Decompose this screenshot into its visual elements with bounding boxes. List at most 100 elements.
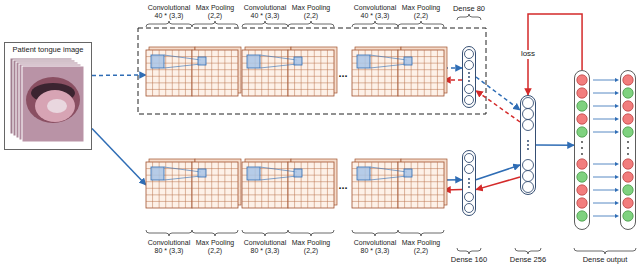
kernel-projection bbox=[370, 55, 407, 68]
feature-map-grid bbox=[192, 162, 238, 208]
output-neuron bbox=[577, 172, 587, 182]
neuron bbox=[465, 96, 474, 105]
node-shape bbox=[146, 160, 238, 210]
layer-brace bbox=[288, 21, 334, 27]
conv-pool-block: Convolutional 80 * (3,3)Max Pooling (2,2… bbox=[242, 160, 334, 210]
compare-arrow bbox=[593, 164, 615, 165]
dashed-branch-box bbox=[138, 28, 486, 114]
neuron bbox=[523, 171, 534, 182]
output-neuron bbox=[623, 127, 633, 137]
layer-label: Convolutional 80 * (3,3) bbox=[240, 239, 290, 254]
layer-brace bbox=[288, 230, 334, 236]
kernel-projection bbox=[260, 167, 297, 180]
layer-label: Dense 80 bbox=[434, 5, 504, 13]
layer-label: Convolutional 40 * (3,3) bbox=[350, 4, 400, 19]
output-neuron bbox=[623, 211, 633, 221]
layer-brace bbox=[192, 230, 238, 236]
image-frame bbox=[22, 66, 84, 142]
ellipsis-dot bbox=[581, 153, 583, 155]
conv-kernel bbox=[357, 55, 370, 68]
ellipsis-dot bbox=[627, 141, 629, 143]
conv-kernel bbox=[151, 55, 164, 68]
feature-map bbox=[146, 50, 192, 96]
kernel-projection bbox=[164, 167, 201, 180]
output-neuron bbox=[623, 114, 633, 124]
compare-arrow bbox=[593, 132, 615, 133]
output-neuron bbox=[623, 101, 633, 111]
ellipsis-dot bbox=[527, 144, 529, 146]
conv-pool-block: Convolutional 40 * (3,3)Max Pooling (2,2… bbox=[242, 48, 334, 98]
ellipsis-dot bbox=[468, 72, 470, 74]
ellipsis-dot bbox=[468, 178, 470, 180]
feature-map bbox=[192, 50, 238, 96]
compare-arrow bbox=[593, 190, 615, 191]
layer-brace bbox=[352, 21, 398, 27]
neuron bbox=[465, 193, 474, 202]
feature-map-grid bbox=[398, 162, 444, 208]
ellipsis-dot bbox=[627, 147, 629, 149]
layer-label: Dense 160 bbox=[434, 256, 504, 264]
dense-column bbox=[521, 96, 536, 195]
feature-map-grid bbox=[352, 162, 398, 208]
feature-map-grid bbox=[242, 50, 288, 96]
output-layer: Dense output bbox=[574, 70, 636, 230]
output-neuron bbox=[577, 159, 587, 169]
output-neuron bbox=[577, 127, 587, 137]
feature-map-grid bbox=[288, 50, 334, 96]
compare-arrow bbox=[593, 177, 615, 178]
forward-arrow bbox=[476, 77, 520, 110]
neuron bbox=[465, 204, 474, 213]
output-neuron bbox=[577, 198, 587, 208]
ellipsis-label: ... bbox=[338, 179, 347, 191]
compare-arrow bbox=[593, 203, 615, 204]
ellipsis-dot bbox=[468, 186, 470, 188]
edge-label: loss bbox=[519, 50, 537, 59]
output-neuron bbox=[623, 88, 633, 98]
feature-map bbox=[288, 50, 334, 96]
ellipsis-dot bbox=[627, 153, 629, 155]
layer-brace bbox=[146, 230, 192, 236]
output-neuron bbox=[577, 211, 587, 221]
tongue bbox=[35, 90, 75, 122]
dense-layer: Dense 80 bbox=[462, 46, 476, 108]
node-shape bbox=[242, 48, 334, 98]
layer-brace bbox=[398, 230, 444, 236]
feature-map bbox=[288, 162, 334, 208]
pooling-label: Max Pooling (2,2) bbox=[192, 4, 238, 19]
output-neuron bbox=[623, 75, 633, 85]
lips bbox=[26, 77, 80, 123]
feature-map-grid bbox=[192, 50, 238, 96]
compare-arrow bbox=[593, 106, 615, 107]
brace-group bbox=[146, 14, 636, 254]
layer-brace bbox=[398, 21, 444, 27]
layer-brace bbox=[242, 21, 288, 27]
pooling-label: Max Pooling (2,2) bbox=[192, 239, 238, 254]
conv-pool-block: Convolutional 80 * (3,3)Max Pooling (2,2… bbox=[146, 160, 238, 210]
conv-pool-block: Convolutional 80 * (3,3)Max Pooling (2,2… bbox=[352, 160, 444, 210]
feature-map bbox=[242, 162, 288, 208]
node-shape bbox=[462, 150, 476, 216]
feature-map-grid bbox=[352, 50, 398, 96]
output-neuron bbox=[577, 101, 587, 111]
conv-kernel bbox=[247, 167, 260, 180]
layer-brace bbox=[574, 248, 636, 254]
layer-brace bbox=[457, 14, 481, 20]
kernel-projection bbox=[260, 55, 297, 68]
neuron bbox=[523, 98, 534, 109]
pool-window bbox=[404, 169, 412, 177]
ellipsis-dot bbox=[468, 80, 470, 82]
output-neuron bbox=[623, 198, 633, 208]
compare-arrowhead bbox=[615, 78, 619, 82]
layer-brace bbox=[352, 230, 398, 236]
output-neuron bbox=[577, 88, 587, 98]
layer-label: Dense output bbox=[570, 256, 640, 264]
output-column bbox=[575, 71, 590, 230]
kernel-projection bbox=[370, 167, 407, 180]
feature-map-grid bbox=[288, 162, 334, 208]
feature-map-grid bbox=[242, 162, 288, 208]
layer-label: Convolutional 80 * (3,3) bbox=[144, 239, 194, 254]
image-title: Patient tongue image bbox=[7, 46, 89, 55]
feature-map bbox=[192, 162, 238, 208]
